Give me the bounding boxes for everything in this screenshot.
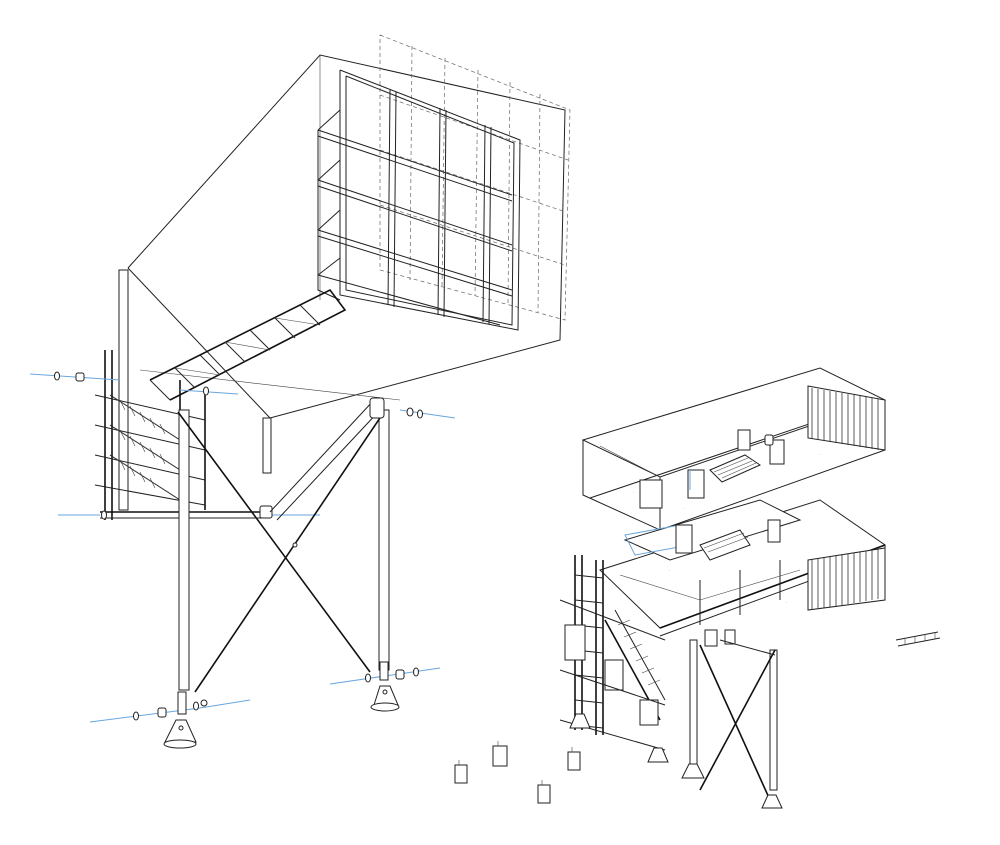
exploded-floor-plates: · · · <box>454 367 941 809</box>
lower-floor-plate: · · · <box>599 499 887 647</box>
interior-walls-upper <box>639 429 785 509</box>
end-wall-grid <box>379 34 571 321</box>
loose-components <box>454 741 581 804</box>
svg-text:·: · <box>705 608 707 613</box>
steel-cage <box>317 69 521 331</box>
intermediate-slab: · · <box>623 499 802 561</box>
svg-text:·: · <box>788 522 790 527</box>
svg-text:·: · <box>785 600 787 605</box>
fixing-detail-icon <box>54 371 423 721</box>
base-plates <box>163 661 400 749</box>
svg-text:·: · <box>668 568 670 573</box>
mast-column <box>118 269 129 511</box>
exploded-structural-frame <box>29 34 571 749</box>
stair-tower-right <box>559 555 666 751</box>
svg-text:·: · <box>704 452 706 457</box>
cantilever-truss <box>149 288 347 401</box>
hatched-wall-upper <box>807 385 886 451</box>
interior-walls-lower <box>619 560 801 647</box>
north-arrow-icon <box>895 631 941 647</box>
svg-text:·: · <box>682 506 684 511</box>
box-envelope <box>127 54 566 419</box>
svg-text:·: · <box>818 452 820 457</box>
fixing-axes <box>29 373 456 723</box>
lower-support-frame <box>569 639 783 809</box>
legs-and-bracing <box>177 397 390 693</box>
hatched-wall-lower <box>807 547 886 611</box>
svg-text:·: · <box>632 490 634 495</box>
upper-floor-plate: · · · <box>581 367 887 531</box>
